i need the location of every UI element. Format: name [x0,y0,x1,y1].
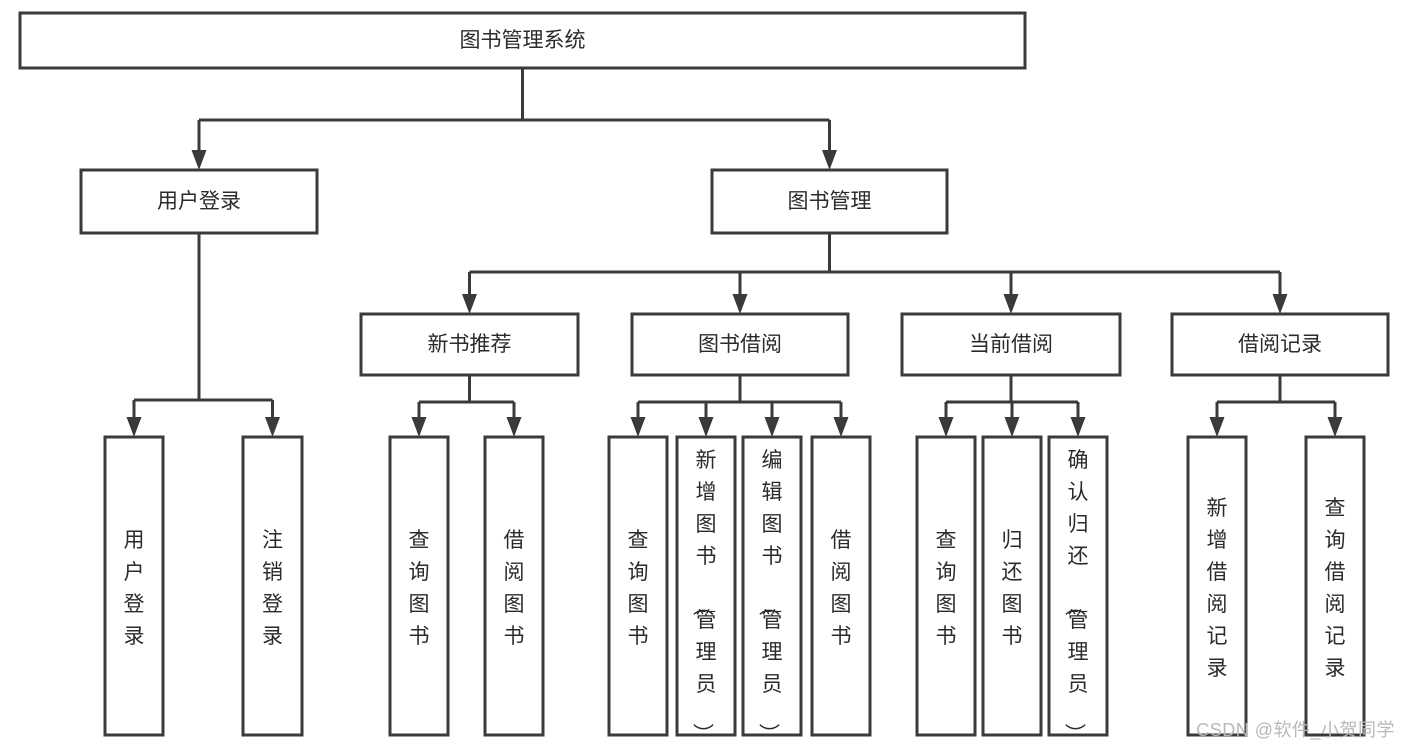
node-leaf-confirm-return-admin[interactable]: 确认归还（管理员） [1047,435,1109,744]
csdn-watermark: CSDN @软件_小贺同学 [1196,720,1395,740]
node-label-leaf-edit-book-admin: 编辑图书（管理员） [757,449,783,744]
node-leaf-query-book-borrow[interactable]: 查询图书 [607,435,669,737]
connector-user-login-to-leaf-user-login [126,233,201,437]
arrow-head-icon [411,417,427,437]
connector-current-borrow-to-leaf-confirm-return-admin [1009,375,1086,437]
arrow-head-icon [698,417,714,437]
node-label-leaf-borrow-book-recommend: 借阅图书 [504,529,525,648]
connector-borrow-record-to-leaf-add-borrow-record [1209,375,1282,437]
node-book-manage[interactable]: 图书管理 [710,168,949,235]
node-label-leaf-query-borrow-record: 查询借阅记录 [1325,497,1346,680]
node-book-borrow[interactable]: 图书借阅 [630,312,850,377]
node-box-leaf-edit-book-admin[interactable] [741,435,803,737]
connector-book-manage-to-borrow-record [828,233,1288,314]
arrow-head-icon [764,417,780,437]
connector-root-to-user-login [191,68,524,170]
nodes-layer: 图书管理系统用户登录图书管理新书推荐图书借阅当前借阅借阅记录用户登录注销登录查询… [18,11,1390,744]
connector-current-borrow-to-leaf-query-book-current [938,375,1013,437]
connector-book-borrow-to-leaf-borrow-book [738,375,849,437]
edges-layer [126,68,1343,437]
node-borrow-record[interactable]: 借阅记录 [1170,312,1390,377]
arrow-head-icon [1209,417,1225,437]
node-box-leaf-borrow-book[interactable] [810,435,872,737]
arrow-head-icon [126,417,142,437]
node-label-leaf-add-book-admin: 新增图书（管理员） [691,449,717,744]
node-label-leaf-logout: 注销登录 [262,529,283,648]
node-label-root: 图书管理系统 [460,29,586,52]
node-label-user-login: 用户登录 [157,190,241,213]
arrow-head-icon [833,417,849,437]
connector-new-book-recommend-to-leaf-query-book-recommend [411,375,471,437]
node-box-user-login[interactable] [79,168,319,235]
node-label-borrow-record: 借阅记录 [1238,333,1322,356]
arrow-head-icon [462,294,477,314]
arrow-head-icon [1272,294,1288,314]
node-leaf-add-borrow-record[interactable]: 新增借阅记录 [1186,435,1248,737]
arrow-head-icon [506,417,522,437]
node-label-leaf-return-book: 归还图书 [1002,529,1023,648]
node-box-leaf-add-borrow-record[interactable] [1186,435,1248,737]
arrow-head-icon [938,417,954,437]
node-box-leaf-query-book-borrow[interactable] [607,435,669,737]
node-box-leaf-return-book[interactable] [981,435,1043,737]
arrow-head-icon [191,150,207,170]
connector-root-to-book-manage [521,68,837,170]
node-new-book-recommend[interactable]: 新书推荐 [359,312,580,377]
node-label-current-borrow: 当前借阅 [969,333,1053,356]
node-box-book-manage[interactable] [710,168,949,235]
node-leaf-edit-book-admin[interactable]: 编辑图书（管理员） [741,435,803,744]
node-box-book-borrow[interactable] [630,312,850,377]
node-box-borrow-record[interactable] [1170,312,1390,377]
node-label-leaf-query-book-recommend: 查询图书 [409,529,430,648]
node-box-leaf-query-book-recommend[interactable] [388,435,450,737]
arrow-head-icon [822,150,837,170]
arrow-head-icon [630,417,646,437]
node-root[interactable]: 图书管理系统 [18,11,1027,70]
node-leaf-query-book-recommend[interactable]: 查询图书 [388,435,450,737]
node-box-leaf-user-login[interactable] [103,435,165,737]
node-current-borrow[interactable]: 当前借阅 [900,312,1122,377]
node-user-login[interactable]: 用户登录 [79,168,319,235]
node-box-leaf-add-book-admin[interactable] [675,435,737,737]
arrow-head-icon [732,294,748,314]
node-box-leaf-confirm-return-admin[interactable] [1047,435,1109,737]
node-leaf-borrow-book[interactable]: 借阅图书 [810,435,872,737]
connector-book-borrow-to-leaf-query-book-borrow [630,375,742,437]
connector-user-login-to-leaf-logout [197,233,280,437]
node-label-book-manage: 图书管理 [788,190,872,213]
node-leaf-add-book-admin[interactable]: 新增图书（管理员） [675,435,737,744]
connector-book-manage-to-book-borrow [732,233,831,314]
node-label-leaf-user-login: 用户登录 [124,529,145,648]
node-leaf-logout[interactable]: 注销登录 [241,435,304,737]
node-box-leaf-logout[interactable] [241,435,304,737]
node-box-current-borrow[interactable] [900,312,1122,377]
arrow-head-icon [1003,294,1019,314]
node-leaf-user-login[interactable]: 用户登录 [103,435,165,737]
node-label-new-book-recommend: 新书推荐 [428,333,512,356]
node-label-leaf-query-book-borrow: 查询图书 [628,529,649,648]
node-box-leaf-query-book-current[interactable] [915,435,977,737]
node-label-book-borrow: 图书借阅 [698,333,782,356]
connector-book-borrow-to-leaf-add-book-admin [698,375,742,437]
node-box-root[interactable] [18,11,1027,70]
node-leaf-borrow-book-recommend[interactable]: 借阅图书 [483,435,545,737]
node-box-leaf-query-borrow-record[interactable] [1304,435,1366,737]
node-box-leaf-borrow-book-recommend[interactable] [483,435,545,737]
node-label-leaf-confirm-return-admin: 确认归还（管理员） [1063,449,1089,744]
connector-borrow-record-to-leaf-query-borrow-record [1278,375,1343,437]
node-label-leaf-query-book-current: 查询图书 [936,529,957,648]
arrow-head-icon [1070,417,1086,437]
connector-book-borrow-to-leaf-edit-book-admin [738,375,780,437]
node-label-leaf-borrow-book: 借阅图书 [831,529,852,648]
node-leaf-query-borrow-record[interactable]: 查询借阅记录 [1304,435,1366,737]
node-box-new-book-recommend[interactable] [359,312,580,377]
node-leaf-return-book[interactable]: 归还图书 [981,435,1043,737]
node-label-leaf-add-borrow-record: 新增借阅记录 [1207,497,1228,680]
connector-new-book-recommend-to-leaf-borrow-book-recommend [468,375,522,437]
arrow-head-icon [1327,417,1343,437]
arrow-head-icon [1004,417,1020,437]
arrow-head-icon [265,417,280,437]
node-leaf-query-book-current[interactable]: 查询图书 [915,435,977,737]
